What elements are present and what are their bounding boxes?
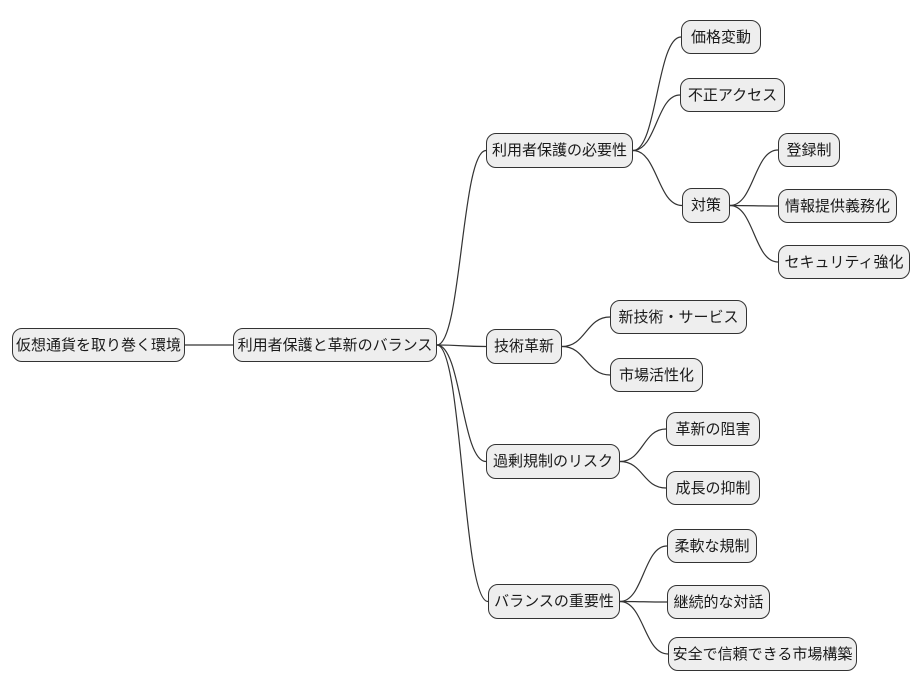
edge-balance-to-kajou xyxy=(436,344,487,463)
edge-balance-to-juuyousei xyxy=(436,344,489,603)
mindmap-node-shingijutsu: 新技術・サービス xyxy=(610,300,747,334)
edge-balance-to-gijutsu xyxy=(436,344,487,348)
mindmap-node-balance: 利用者保護と革新のバランス xyxy=(233,328,437,362)
mindmap-node-anzen: 安全で信頼できる市場構築 xyxy=(668,637,857,671)
edge-juuyousei-to-keizoku xyxy=(619,600,668,603)
mindmap-node-juuyousei: バランスの重要性 xyxy=(488,584,620,619)
mindmap-node-taisaku: 対策 xyxy=(682,188,730,223)
mindmap-node-yokusei: 成長の抑制 xyxy=(666,471,760,505)
mindmap-node-jouhou: 情報提供義務化 xyxy=(778,189,897,223)
edge-juuyousei-to-juunan xyxy=(619,545,668,603)
edge-protection-to-kakaku xyxy=(632,36,682,152)
edge-gijutsu-to-shijou xyxy=(561,345,611,376)
mindmap-node-root: 仮想通貨を取り巻く環境 xyxy=(12,328,185,362)
mindmap-node-touroku: 登録制 xyxy=(778,133,840,167)
mindmap-node-kakaku: 価格変動 xyxy=(681,20,761,54)
edge-balance-to-protection xyxy=(436,149,487,346)
edge-gijutsu-to-shingijutsu xyxy=(561,316,611,348)
edge-taisaku-to-touroku xyxy=(729,149,779,207)
edge-kajou-to-sogai xyxy=(619,428,667,463)
edge-taisaku-to-jouhou xyxy=(729,204,779,207)
mindmap-node-gijutsu: 技術革新 xyxy=(486,329,562,364)
mindmap-node-protection: 利用者保護の必要性 xyxy=(486,133,633,168)
edge-kajou-to-yokusei xyxy=(619,460,667,489)
edge-protection-to-taisaku xyxy=(632,149,683,207)
edge-taisaku-to-security xyxy=(729,204,779,263)
mindmap-node-juunan: 柔軟な規制 xyxy=(667,529,757,563)
mindmap-node-security: セキュリティ強化 xyxy=(778,245,910,279)
edge-protection-to-fusei xyxy=(632,94,681,152)
mindmap-node-shijou: 市場活性化 xyxy=(610,358,703,392)
edge-juuyousei-to-anzen xyxy=(619,600,669,655)
mindmap-node-fusei: 不正アクセス xyxy=(680,78,785,112)
mindmap-node-sogai: 革新の阻害 xyxy=(666,412,760,446)
mindmap-node-kajou: 過剰規制のリスク xyxy=(486,444,620,479)
mindmap-node-keizoku: 継続的な対話 xyxy=(667,585,770,619)
